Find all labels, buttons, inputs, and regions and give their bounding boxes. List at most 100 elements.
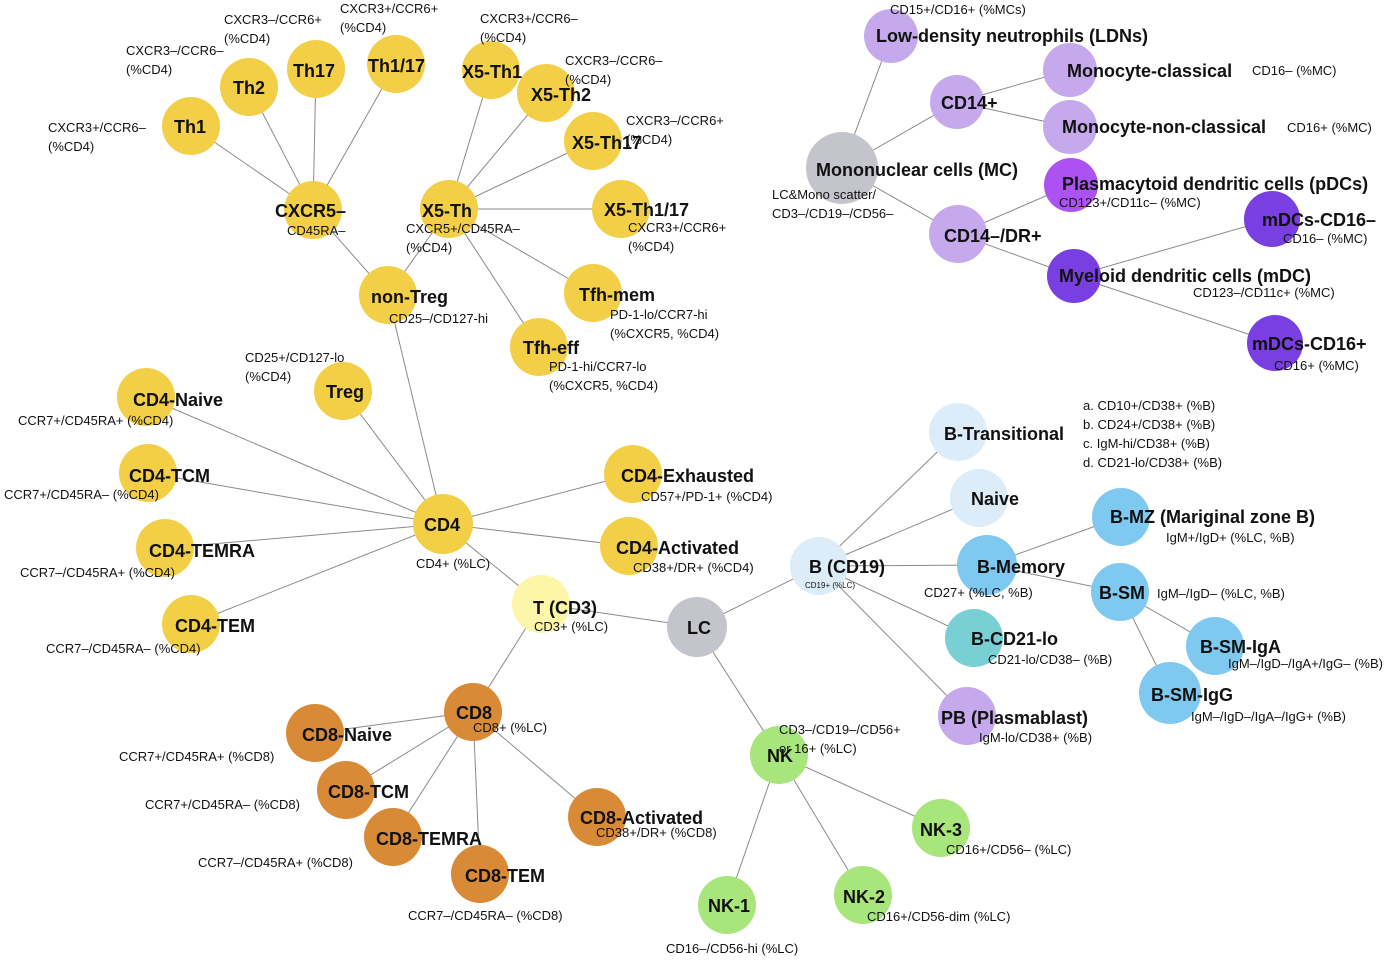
node-x5th2 [517, 64, 575, 122]
node-label-x5th: X5-Th [422, 201, 472, 221]
node-label-pdc: Plasmacytoid dendritic cells (pDCs) [1062, 174, 1368, 194]
node-note-ldn-0: CD15+/CD16+ (%MCs) [890, 2, 1026, 17]
node-cd4 [413, 494, 473, 554]
node-note-th17-1: (%CD4) [224, 31, 270, 46]
node-small-note-b: CD19+ (%LC) [805, 581, 855, 590]
node-note-nk1-0: CD16–/CD56-hi (%LC) [666, 941, 798, 956]
node-note-t-0: CD3+ (%LC) [534, 619, 608, 634]
node-note-monoclass-0: CD16– (%MC) [1252, 63, 1337, 78]
node-label-cd4naive: CD4-Naive [133, 390, 223, 410]
node-note-th2-1: (%CD4) [126, 62, 172, 77]
node-note-th117-1: (%CD4) [340, 20, 386, 35]
node-mdcneg [1244, 191, 1300, 247]
node-tfhmem [564, 264, 622, 322]
node-note-nk2-0: CD16+/CD56-dim (%LC) [867, 909, 1010, 924]
node-b [790, 537, 848, 595]
node-label-nk1: NK-1 [708, 896, 750, 916]
node-note-nk-0: CD3–/CD19–/CD56+ [779, 722, 901, 737]
node-note-tfhmem-0: PD-1-lo/CCR7-hi [610, 307, 708, 322]
node-th17 [287, 40, 345, 98]
node-bsmiga [1186, 617, 1244, 675]
node-note-cd8naive-0: CCR7+/CD45RA+ (%CD8) [119, 749, 274, 764]
node-label-mdcneg: mDCs-CD16– [1262, 210, 1376, 230]
node-label-th17: Th17 [293, 61, 335, 81]
node-x5th1 [462, 41, 520, 99]
node-note-cd4temra-0: CCR7–/CD45RA+ (%CD4) [20, 565, 175, 580]
node-cd8tem [451, 845, 509, 903]
edge-cd4-nontreg [387, 294, 444, 525]
edge-cd4-cd4temra [164, 523, 444, 549]
node-label-cd4temra: CD4-TEMRA [149, 541, 255, 561]
node-label-th1: Th1 [174, 117, 206, 137]
node-cd14neg [929, 205, 987, 263]
node-label-mdcpos: mDCs-CD16+ [1252, 334, 1367, 354]
node-cd8 [444, 683, 502, 741]
node-label-cd8act: CD8-Activated [580, 808, 703, 828]
node-cd14pos [930, 75, 984, 129]
node-mc [806, 132, 878, 204]
node-label-cd4tem: CD4-TEM [175, 616, 255, 636]
node-note-btrans-1: b. CD24+/CD38+ (%B) [1083, 417, 1215, 432]
node-label-cd4act: CD4-Activated [616, 538, 739, 558]
node-nontreg [359, 266, 417, 324]
node-label-btrans: B-Transitional [944, 424, 1064, 444]
node-label-bnaive: Naive [971, 489, 1019, 509]
node-cd4tcm [119, 444, 177, 502]
node-label-bsm: B-SM [1099, 583, 1145, 603]
node-label-cd8tcm: CD8-TCM [328, 782, 409, 802]
node-note-x5th17-1: (%CD4) [626, 132, 672, 147]
node-note-nontreg-0: CD25–/CD127-hi [389, 311, 488, 326]
node-nk [750, 726, 808, 784]
node-note-th1-1: (%CD4) [48, 139, 94, 154]
node-label-x5th1: X5-Th1 [462, 62, 522, 82]
node-note-x5th-1: (%CD4) [406, 240, 452, 255]
node-note-tfheff-0: PD-1-hi/CCR7-lo [549, 359, 647, 374]
node-note-cd8-0: CD8+ (%LC) [473, 720, 547, 735]
node-label-nk2: NK-2 [843, 887, 885, 907]
node-treg [314, 362, 372, 420]
edge-nk-nk3 [778, 754, 942, 829]
edge-mdc-mdcneg [1073, 218, 1273, 277]
node-note-mdcpos-0: CD16+ (%MC) [1274, 358, 1359, 373]
node-note-cd8act-0: CD38+/DR+ (%CD8) [596, 825, 717, 840]
node-note-pdc-0: CD123+/CD11c– (%MC) [1059, 195, 1201, 210]
node-note-cd4act-0: CD38+/DR+ (%CD4) [633, 560, 754, 575]
node-note-mc-0: LC&Mono scatter/ [772, 187, 876, 202]
edge-b-btrans [818, 431, 959, 567]
node-note-cxcr5neg-0: CD45RA– [287, 223, 346, 238]
node-note-mc-1: CD3–/CD19–/CD56– [772, 206, 894, 221]
node-label-mdc: Myeloid dendritic cells (mDC) [1059, 266, 1311, 286]
node-note-x5th117-1: (%CD4) [628, 239, 674, 254]
node-note-cd4tcm-0: CCR7+/CD45RA– (%CD4) [4, 487, 159, 502]
node-note-cd8temra-0: CCR7–/CD45RA+ (%CD8) [198, 855, 353, 870]
node-nk2 [834, 866, 892, 924]
node-label-cd4: CD4 [424, 515, 460, 535]
node-note-bsm-0: IgM–/IgD– (%LC, %B) [1157, 586, 1285, 601]
node-cd8act [568, 788, 626, 846]
node-label-mononon: Monocyte-non-classical [1062, 117, 1266, 137]
edge-cd4-cd4exh [442, 473, 634, 525]
node-label-bmem: B-Memory [977, 557, 1065, 577]
node-note-th2-0: CXCR3–/CCR6– [126, 43, 224, 58]
node-pb [938, 687, 996, 745]
node-mdcpos [1247, 315, 1303, 371]
node-label-tfhmem: Tfh-mem [579, 285, 655, 305]
node-note-x5th2-1: (%CD4) [565, 72, 611, 87]
edge-cd4-cd4naive [145, 396, 444, 525]
node-note-btrans-0: a. CD10+/CD38+ (%B) [1083, 398, 1215, 413]
node-label-cd4tcm: CD4-TCM [129, 466, 210, 486]
node-note-tfheff-1: (%CXCR5, %CD4) [549, 378, 658, 393]
node-th2 [220, 58, 278, 116]
node-note-x5th-0: CXCR5+/CD45RA– [406, 221, 521, 236]
node-note-mdc-0: CD123–/CD11c+ (%MC) [1193, 285, 1335, 300]
node-bnaive [950, 469, 1008, 527]
node-note-btrans-3: d. CD21-lo/CD38+ (%B) [1083, 455, 1222, 470]
edge-cd4-cd4tcm [147, 472, 444, 525]
node-bmem [957, 535, 1017, 595]
node-note-x5th2-0: CXCR3–/CCR6– [565, 53, 663, 68]
node-label-cd8: CD8 [456, 703, 492, 723]
node-label-bmz: B-MZ (Mariginal zone B) [1110, 507, 1315, 527]
node-note-btrans-2: c. IgM-hi/CD38+ (%B) [1083, 436, 1210, 451]
